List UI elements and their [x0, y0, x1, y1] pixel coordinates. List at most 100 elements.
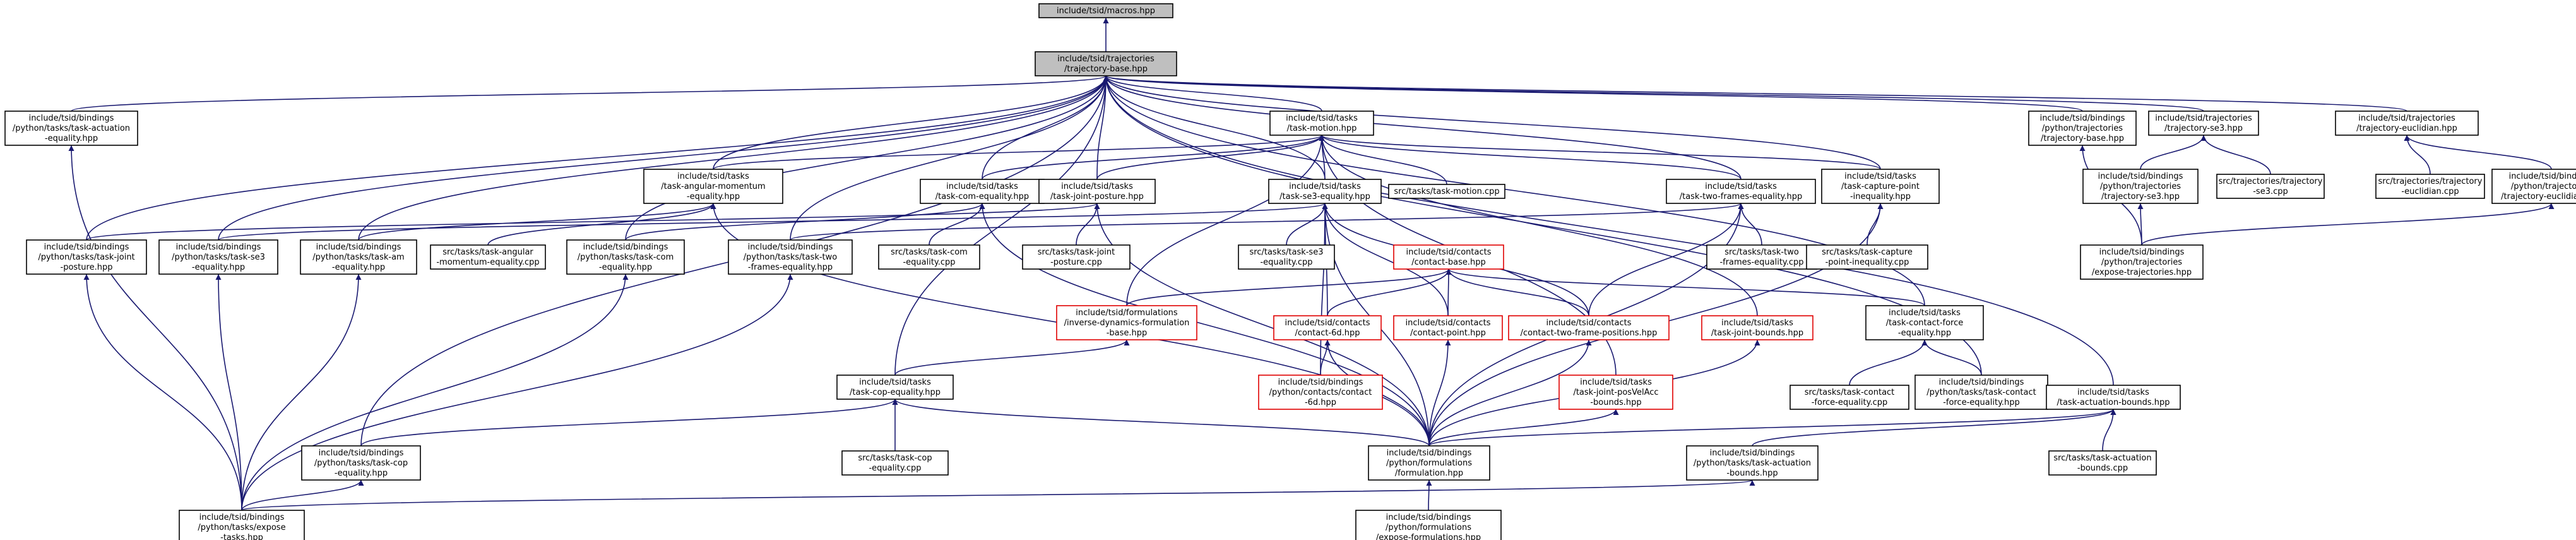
node-b-traj-se3[interactable]: include/tsid/bindings/python/trajectorie… [2082, 169, 2199, 204]
node-label-line: /python/trajectories [2042, 124, 2123, 133]
node-src-cop-eq[interactable]: src/tasks/task-cop-equality.cpp [841, 450, 949, 476]
include-edge [215, 273, 242, 511]
node-contact-two-frame[interactable]: include/tsid/contacts/contact-two-frame-… [1508, 315, 1670, 340]
node-label-line: src/tasks/task-actuation [2053, 453, 2151, 463]
node-src-ang-mom[interactable]: src/tasks/task-angular-momentum-equality… [430, 244, 546, 270]
node-b-se3-eq[interactable]: include/tsid/bindings/python/tasks/task-… [158, 239, 278, 275]
node-box [2080, 244, 2204, 280]
node-src-com-eq[interactable]: src/tasks/task-com-equality.cpp [878, 244, 980, 270]
node-task-joint-bounds[interactable]: include/tsid/tasks/task-joint-bounds.hpp [1701, 315, 1813, 340]
node-label-line: -posture.hpp [61, 263, 113, 272]
node-label-line: include/tsid/bindings [2098, 172, 2183, 181]
node-b-act-bounds[interactable]: include/tsid/bindings/python/tasks/task-… [1686, 445, 1819, 481]
node-task-two-frames[interactable]: include/tsid/tasks/task-two-frames-equal… [1666, 179, 1816, 204]
node-macros: include/tsid/macros.hpp [1038, 3, 1173, 18]
node-label-line: src/tasks/task-com [891, 248, 968, 257]
node-src-task-motion[interactable]: src/tasks/task-motion.cpp [1388, 184, 1505, 199]
node-label-line: /trajectory-se3.hpp [2101, 192, 2180, 201]
node-inv-dyn[interactable]: include/tsid/formulations/inverse-dynami… [1056, 305, 1197, 340]
include-edge [1849, 339, 1928, 386]
include-edge [2404, 135, 2431, 175]
node-b-joint-posture[interactable]: include/tsid/bindings/python/tasks/task-… [26, 239, 147, 275]
include-edge [1096, 135, 1325, 180]
node-b-two-frames[interactable]: include/tsid/bindings/python/tasks/task-… [728, 239, 853, 275]
node-box [1558, 375, 1673, 410]
node-b-expose-tasks[interactable]: include/tsid/bindings/python/tasks/expos… [179, 510, 305, 540]
node-b-contact-force[interactable]: include/tsid/bindings/python/tasks/task-… [1914, 375, 2048, 410]
node-label-line: src/tasks/task-joint [1038, 248, 1115, 257]
node-label-line: -equality.hpp [599, 263, 652, 272]
node-task-joint-posvelacc[interactable]: include/tsid/tasks/task-joint-posVelAcc-… [1558, 375, 1673, 410]
node-task-se3-eq[interactable]: include/tsid/tasks/task-se3-equality.hpp [1268, 179, 1382, 204]
include-edge [1428, 339, 1592, 447]
node-contact-point[interactable]: include/tsid/contacts/contact-point.hpp [1393, 315, 1503, 340]
node-box [1393, 315, 1503, 340]
node-label-line: include/tsid/tasks [946, 182, 1018, 191]
include-edge [1103, 75, 1322, 112]
node-label-line: /inverse-dynamics-formulation [1064, 318, 1190, 328]
node-label-line: -equality.cpp [903, 258, 955, 267]
node-src-joint-posture[interactable]: src/tasks/task-joint-posture.cpp [1022, 244, 1131, 270]
node-b-expose-traj[interactable]: include/tsid/bindings/python/trajectorie… [2080, 244, 2204, 280]
include-edge [1426, 479, 1432, 511]
node-label-line: include/tsid/tasks [1705, 182, 1777, 191]
include-edge [1320, 203, 1328, 376]
node-traj-se3[interactable]: include/tsid/trajectories/trajectory-se3… [2148, 111, 2259, 136]
include-edge [218, 75, 1109, 241]
node-src-traj-euclid[interactable]: src/trajectories/trajectory-euclidian.cp… [2375, 174, 2485, 199]
node-task-contact-force[interactable]: include/tsid/tasks/task-contact-force-eq… [1865, 305, 1984, 340]
node-label-line: -equality.cpp [1260, 258, 1312, 267]
node-label-line: /python/tasks/task-se3 [172, 253, 265, 262]
node-label-line: src/tasks/task-two [1724, 248, 1799, 257]
node-box [4, 111, 138, 146]
node-b-task-act-eq[interactable]: include/tsid/bindings/python/tasks/task-… [4, 111, 138, 146]
node-src-traj-se3[interactable]: src/trajectories/trajectory-se3.cpp [2216, 174, 2325, 199]
node-label-line: -point-inequality.cpp [1825, 258, 1909, 267]
node-task-capture[interactable]: include/tsid/tasks/task-capture-point-in… [1821, 169, 1940, 204]
node-box [300, 239, 417, 275]
node-b-cop-eq[interactable]: include/tsid/bindings/python/tasks/task-… [301, 445, 421, 481]
node-label-line: /expose-trajectories.hpp [2092, 268, 2192, 277]
node-task-ang-mom[interactable]: include/tsid/tasks/task-angular-momentum… [643, 169, 783, 204]
include-edge [71, 75, 1108, 112]
node-label-line: /formulation.hpp [1395, 469, 1463, 478]
node-label-line: include/tsid/tasks [1289, 182, 1361, 191]
node-src-two-frames[interactable]: src/tasks/task-two-frames-equality.cpp [1706, 244, 1817, 270]
node-label-line: include/tsid/bindings [319, 448, 404, 458]
node-contact-6d[interactable]: include/tsid/contacts/contact-6d.hpp [1273, 315, 1382, 340]
node-box [1393, 244, 1504, 270]
node-label-line: /contact-two-frame-positions.hpp [1521, 328, 1658, 338]
node-b-expose-form[interactable]: include/tsid/bindings/python/formulation… [1355, 510, 1502, 540]
node-b-traj-base[interactable]: include/tsid/bindings/python/trajectorie… [2028, 111, 2137, 146]
node-src-se3-eq[interactable]: src/tasks/task-se3-equality.cpp [1238, 244, 1335, 270]
node-b-am-eq[interactable]: include/tsid/bindings/python/tasks/task-… [300, 239, 417, 275]
node-contact-base[interactable]: include/tsid/contacts/contact-base.hpp [1393, 244, 1504, 270]
include-edge [2141, 203, 2555, 246]
node-b-formulation[interactable]: include/tsid/bindings/python/formulation… [1368, 445, 1490, 481]
node-label-line: include/tsid/bindings [583, 243, 668, 252]
node-label-line: -6d.hpp [1305, 398, 1336, 407]
node-label-line: /task-se3-equality.hpp [1279, 192, 1370, 201]
node-src-act-bounds[interactable]: src/tasks/task-actuation-bounds.cpp [2048, 450, 2157, 476]
node-label-line: /python/tasks/task-two [744, 253, 838, 262]
node-label-line: /contact-point.hpp [1410, 328, 1486, 338]
include-edge [982, 75, 1109, 180]
include-edge [929, 203, 985, 246]
node-task-act-bounds[interactable]: include/tsid/tasks/task-actuation-bounds… [2046, 385, 2181, 410]
node-b-contact-6d[interactable]: include/tsid/bindings/python/contacts/co… [1258, 375, 1383, 410]
node-src-capture[interactable]: src/tasks/task-capture-point-inequality.… [1806, 244, 1928, 270]
node-task-joint-posture[interactable]: include/tsid/tasks/task-joint-posture.hp… [1038, 179, 1156, 204]
node-b-com-eq[interactable]: include/tsid/bindings/python/tasks/task-… [566, 239, 685, 275]
node-src-contact-force[interactable]: src/tasks/task-contact-force-equality.cp… [1790, 385, 1909, 410]
node-b-traj-euclid[interactable]: include/tsid/bindings/python/trajectorie… [2491, 169, 2576, 204]
node-task-motion[interactable]: include/tsid/tasks/task-motion.hpp [1269, 111, 1374, 136]
node-label-line: include/tsid/bindings [2099, 248, 2185, 257]
node-task-com-eq[interactable]: include/tsid/tasks/task-com-equality.hpp [920, 179, 1045, 204]
node-label-line: include/tsid/trajectories [2155, 114, 2252, 123]
include-edge [1319, 135, 1447, 185]
node-task-cop-eq[interactable]: include/tsid/tasks/task-cop-equality.hpp [836, 375, 954, 400]
node-traj-euclid[interactable]: include/tsid/trajectories/trajectory-euc… [2335, 111, 2479, 136]
node-label-line: /contact-base.hpp [1411, 258, 1486, 267]
include-edge [1445, 268, 1589, 316]
